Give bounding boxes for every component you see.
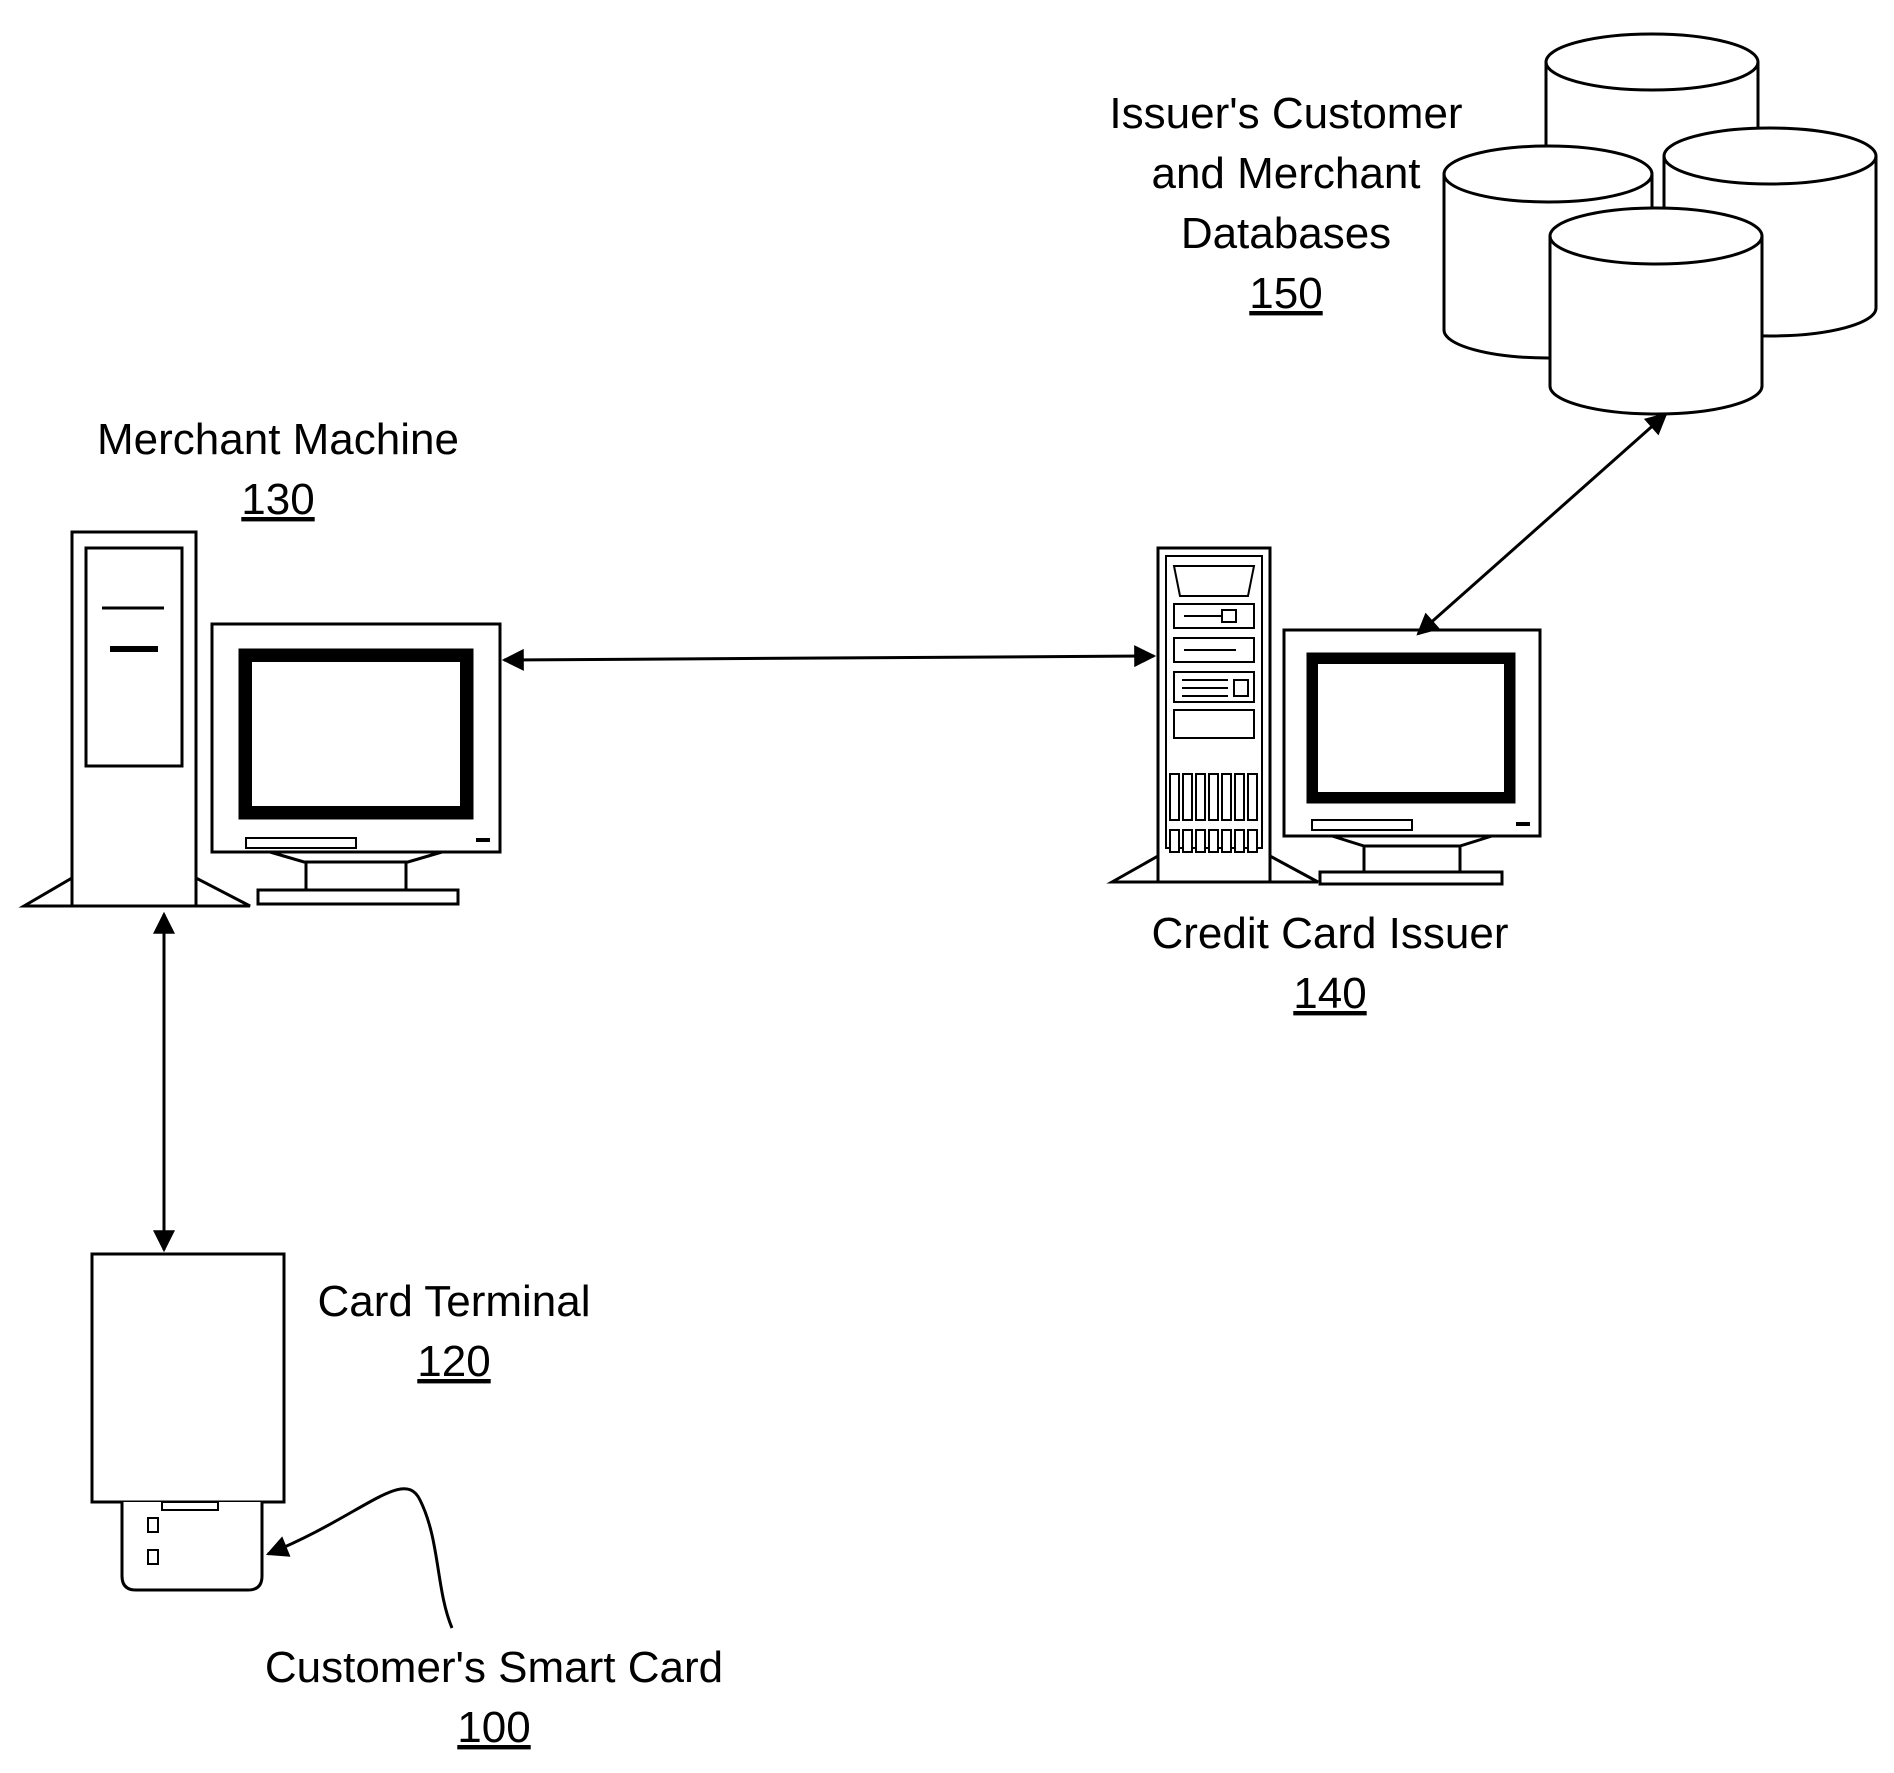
smart-card <box>120 1501 264 1592</box>
databases-label-line-2: and Merchant <box>1151 149 1420 198</box>
merchant-machine-ref: 130 <box>241 475 314 524</box>
credit-card-issuer <box>1106 546 1542 886</box>
databases-label-line-1: Issuer's Customer <box>1109 89 1462 138</box>
smart-card-ref: 100 <box>457 1703 530 1752</box>
database-cylinder <box>1548 206 1764 416</box>
smart-card-pointer <box>265 1487 454 1629</box>
card-terminal-ref: 120 <box>417 1337 490 1386</box>
merchant-issuer-connector <box>501 645 1157 671</box>
merchant-machine <box>18 530 502 908</box>
smart-card-label: Customer's Smart Card <box>265 1643 723 1692</box>
merchant-machine-label: Merchant Machine <box>97 415 459 464</box>
credit-card-issuer-label: Credit Card Issuer <box>1151 909 1508 958</box>
databases-label-line-3: Databases <box>1181 209 1391 258</box>
customer-merchant-databases <box>1442 32 1878 416</box>
card-terminal <box>90 1252 286 1504</box>
card-terminal-label: Card Terminal <box>317 1277 590 1326</box>
issuer-database-connector <box>1416 412 1668 636</box>
databases-ref: 150 <box>1249 269 1322 318</box>
credit-card-issuer-ref: 140 <box>1293 969 1366 1018</box>
